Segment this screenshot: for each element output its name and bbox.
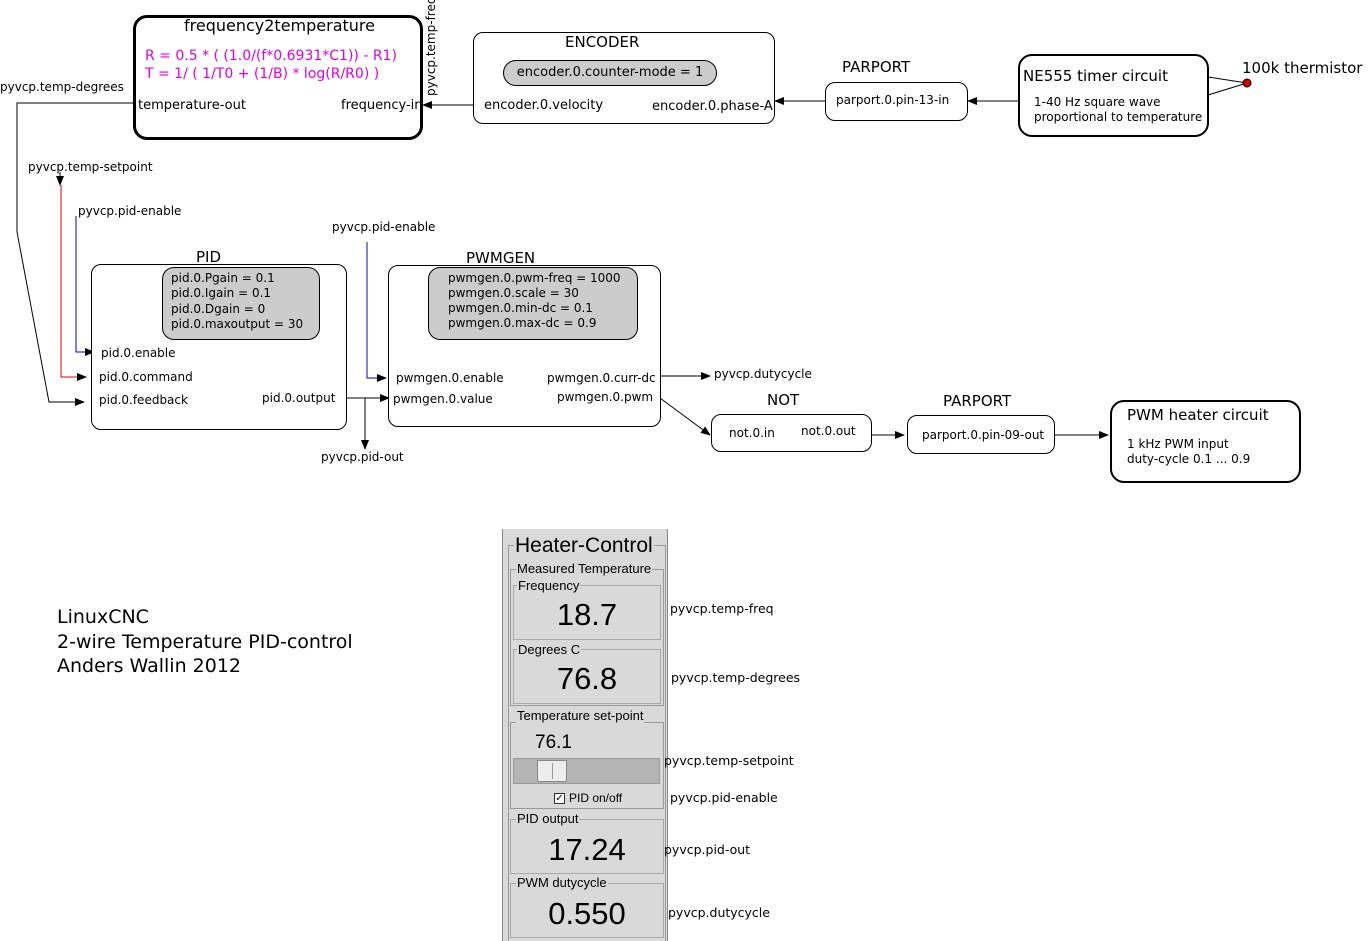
pid-param: pid.0.Igain = 0.1 <box>171 286 272 300</box>
parport-out-title: PARPORT <box>943 392 1012 410</box>
thermistor-dot <box>1242 78 1252 88</box>
pwmgen-pin-enable: pwmgen.0.enable <box>396 371 504 385</box>
panel-signal-temp-degrees: pyvcp.temp-degrees <box>671 670 801 685</box>
parport-pin-09-out: parport.0.pin-09-out <box>922 428 1045 442</box>
pid-title: PID <box>196 248 222 266</box>
f2t-block <box>133 15 423 140</box>
thermistor-wire <box>1207 82 1248 96</box>
parport-in-block <box>825 82 968 121</box>
pwmgen-param: pwmgen.0.scale = 30 <box>448 286 579 300</box>
f2t-pin-temperature-out: temperature-out <box>138 98 246 113</box>
pid-pin-command: pid.0.command <box>99 370 193 384</box>
signal-temp-degrees-label: pyvcp.temp-degrees <box>0 80 124 94</box>
frequency-frame: 18.7 <box>513 585 661 640</box>
degrees-value: 76.8 <box>556 661 618 696</box>
encoder-param: encoder.0.counter-mode = 1 <box>503 60 717 86</box>
pwmgen-param: pwmgen.0.min-dc = 0.1 <box>448 301 593 315</box>
credit-line: LinuxCNC <box>57 606 149 628</box>
encoder-pin-velocity: encoder.0.velocity <box>484 98 604 113</box>
signal-temp-setpoint-label: pyvcp.temp-setpoint <box>28 160 153 174</box>
setpoint-slider-handle[interactable] <box>537 760 567 782</box>
heater-control-panel: Heater-Control Measured Temperature 18.7… <box>502 529 668 941</box>
pid-param: pid.0.maxoutput = 30 <box>171 317 304 331</box>
frequency-label: Frequency <box>517 578 581 593</box>
heater-title: PWM heater circuit <box>1127 406 1269 424</box>
ne555-line1: 1-40 Hz square wave <box>1034 95 1161 109</box>
pwmgen-pin-curr-dc: pwmgen.0.curr-dc <box>547 371 656 385</box>
signal-pid-out-label: pyvcp.pid-out <box>321 450 404 464</box>
pwmgen-title: PWMGEN <box>466 249 536 267</box>
pwm-dutycycle-frame: 0.550 <box>510 883 664 938</box>
not-pin-in: not.0.in <box>729 426 775 440</box>
pwmgen-params: pwmgen.0.pwm-freq = 1000 pwmgen.0.scale … <box>428 267 638 340</box>
signal-pwm-enable-label: pyvcp.pid-enable <box>332 220 436 234</box>
panel-signal-pid-out: pyvcp.pid-out <box>664 842 751 857</box>
degrees-frame: 76.8 <box>513 649 661 704</box>
heater-block <box>1110 400 1301 483</box>
pid-toggle-label: PID on/off <box>569 791 623 805</box>
panel-title: Heater-Control <box>514 534 654 557</box>
ne555-line2: proportional to temperature <box>1034 110 1203 124</box>
pid-params: pid.0.Pgain = 0.1 pid.0.Igain = 0.1 pid.… <box>162 267 320 340</box>
panel-signal-temp-setpoint: pyvcp.temp-setpoint <box>664 753 794 768</box>
credit-line: 2-wire Temperature PID-control <box>57 630 353 653</box>
arrow-temperature-feedback <box>16 102 133 406</box>
setpoint-label: Temperature set-point <box>516 708 645 723</box>
pwmgen-param: pwmgen.0.pwm-freq = 1000 <box>448 271 621 285</box>
pid-toggle[interactable]: ✓ PID on/off <box>554 791 622 805</box>
pid-output-label: PID output <box>516 811 580 826</box>
degrees-label: Degrees C <box>517 642 582 657</box>
encoder-title: ENCODER <box>565 33 640 51</box>
pid-param: pid.0.Dgain = 0 <box>171 302 266 316</box>
credit-line: Anders Wallin 2012 <box>57 655 242 677</box>
pwmgen-pin-pwm: pwmgen.0.pwm <box>557 390 654 404</box>
panel-signal-dutycycle: pyvcp.dutycycle <box>668 905 770 920</box>
signal-pid-enable-label: pyvcp.pid-enable <box>78 204 182 218</box>
pid-pin-feedback: pid.0.feedback <box>99 393 188 407</box>
f2t-formula-t: T = 1/ ( 1/T0 + (1/B) * log(R/R0) ) <box>145 66 380 82</box>
not-title: NOT <box>767 391 800 409</box>
frequency-value: 18.7 <box>556 597 618 632</box>
parport-in-title: PARPORT <box>842 58 911 76</box>
pwmgen-pin-value: pwmgen.0.value <box>393 392 493 406</box>
measured-temperature-label: Measured Temperature <box>516 561 653 576</box>
ne555-block <box>1018 54 1209 137</box>
parport-out-block <box>907 415 1055 454</box>
credits: LinuxCNC 2-wire Temperature PID-control … <box>57 605 353 679</box>
pwm-dutycycle-value: 0.550 <box>548 896 626 931</box>
thermistor-label: 100k thermistor <box>1242 59 1363 77</box>
panel-signal-temp-freq: pyvcp.temp-freq <box>670 601 774 616</box>
pid-param: pid.0.Pgain = 0.1 <box>171 271 275 285</box>
encoder-pin-phase-a: encoder.0.phase-A <box>652 99 773 114</box>
thermistor-wire <box>1207 76 1248 84</box>
panel-signal-pid-enable: pyvcp.pid-enable <box>670 790 778 805</box>
f2t-formula-r: R = 0.5 * ( (1.0/(f*0.6931*C1)) - R1) <box>145 48 397 64</box>
pid-output-value: 17.24 <box>548 832 626 867</box>
pid-output-frame: 17.24 <box>510 819 664 874</box>
setpoint-value: 76.1 <box>535 732 572 753</box>
pid-checkbox[interactable]: ✓ <box>554 792 565 804</box>
pid-pin-enable: pid.0.enable <box>101 346 176 360</box>
heater-line2: duty-cycle 0.1 ... 0.9 <box>1127 452 1251 466</box>
heater-line1: 1 kHz PWM input <box>1127 437 1229 451</box>
not-pin-out: not.0.out <box>801 424 856 438</box>
not-block <box>711 414 872 452</box>
wire-pwmgen-enable <box>366 242 387 382</box>
parport-pin-13-in: parport.0.pin-13-in <box>836 93 950 107</box>
ne555-title: NE555 timer circuit <box>1023 67 1168 85</box>
wire-setpoint-command <box>60 185 87 381</box>
signal-dutycycle-label: pyvcp.dutycycle <box>714 367 812 381</box>
arrow-pwm-not <box>659 397 711 436</box>
setpoint-slider[interactable] <box>513 758 660 784</box>
pwm-dutycycle-label: PWM dutycycle <box>516 875 608 890</box>
signal-temp-freq-label: pyvcp.temp-freq <box>424 0 438 96</box>
f2t-title: frequency2temperature <box>184 16 375 35</box>
pwmgen-param: pwmgen.0.max-dc = 0.9 <box>448 316 597 330</box>
wire-pid-enable <box>75 216 95 356</box>
pid-pin-output: pid.0.output <box>262 391 336 405</box>
f2t-pin-frequency-in: frequency-in <box>341 98 423 113</box>
